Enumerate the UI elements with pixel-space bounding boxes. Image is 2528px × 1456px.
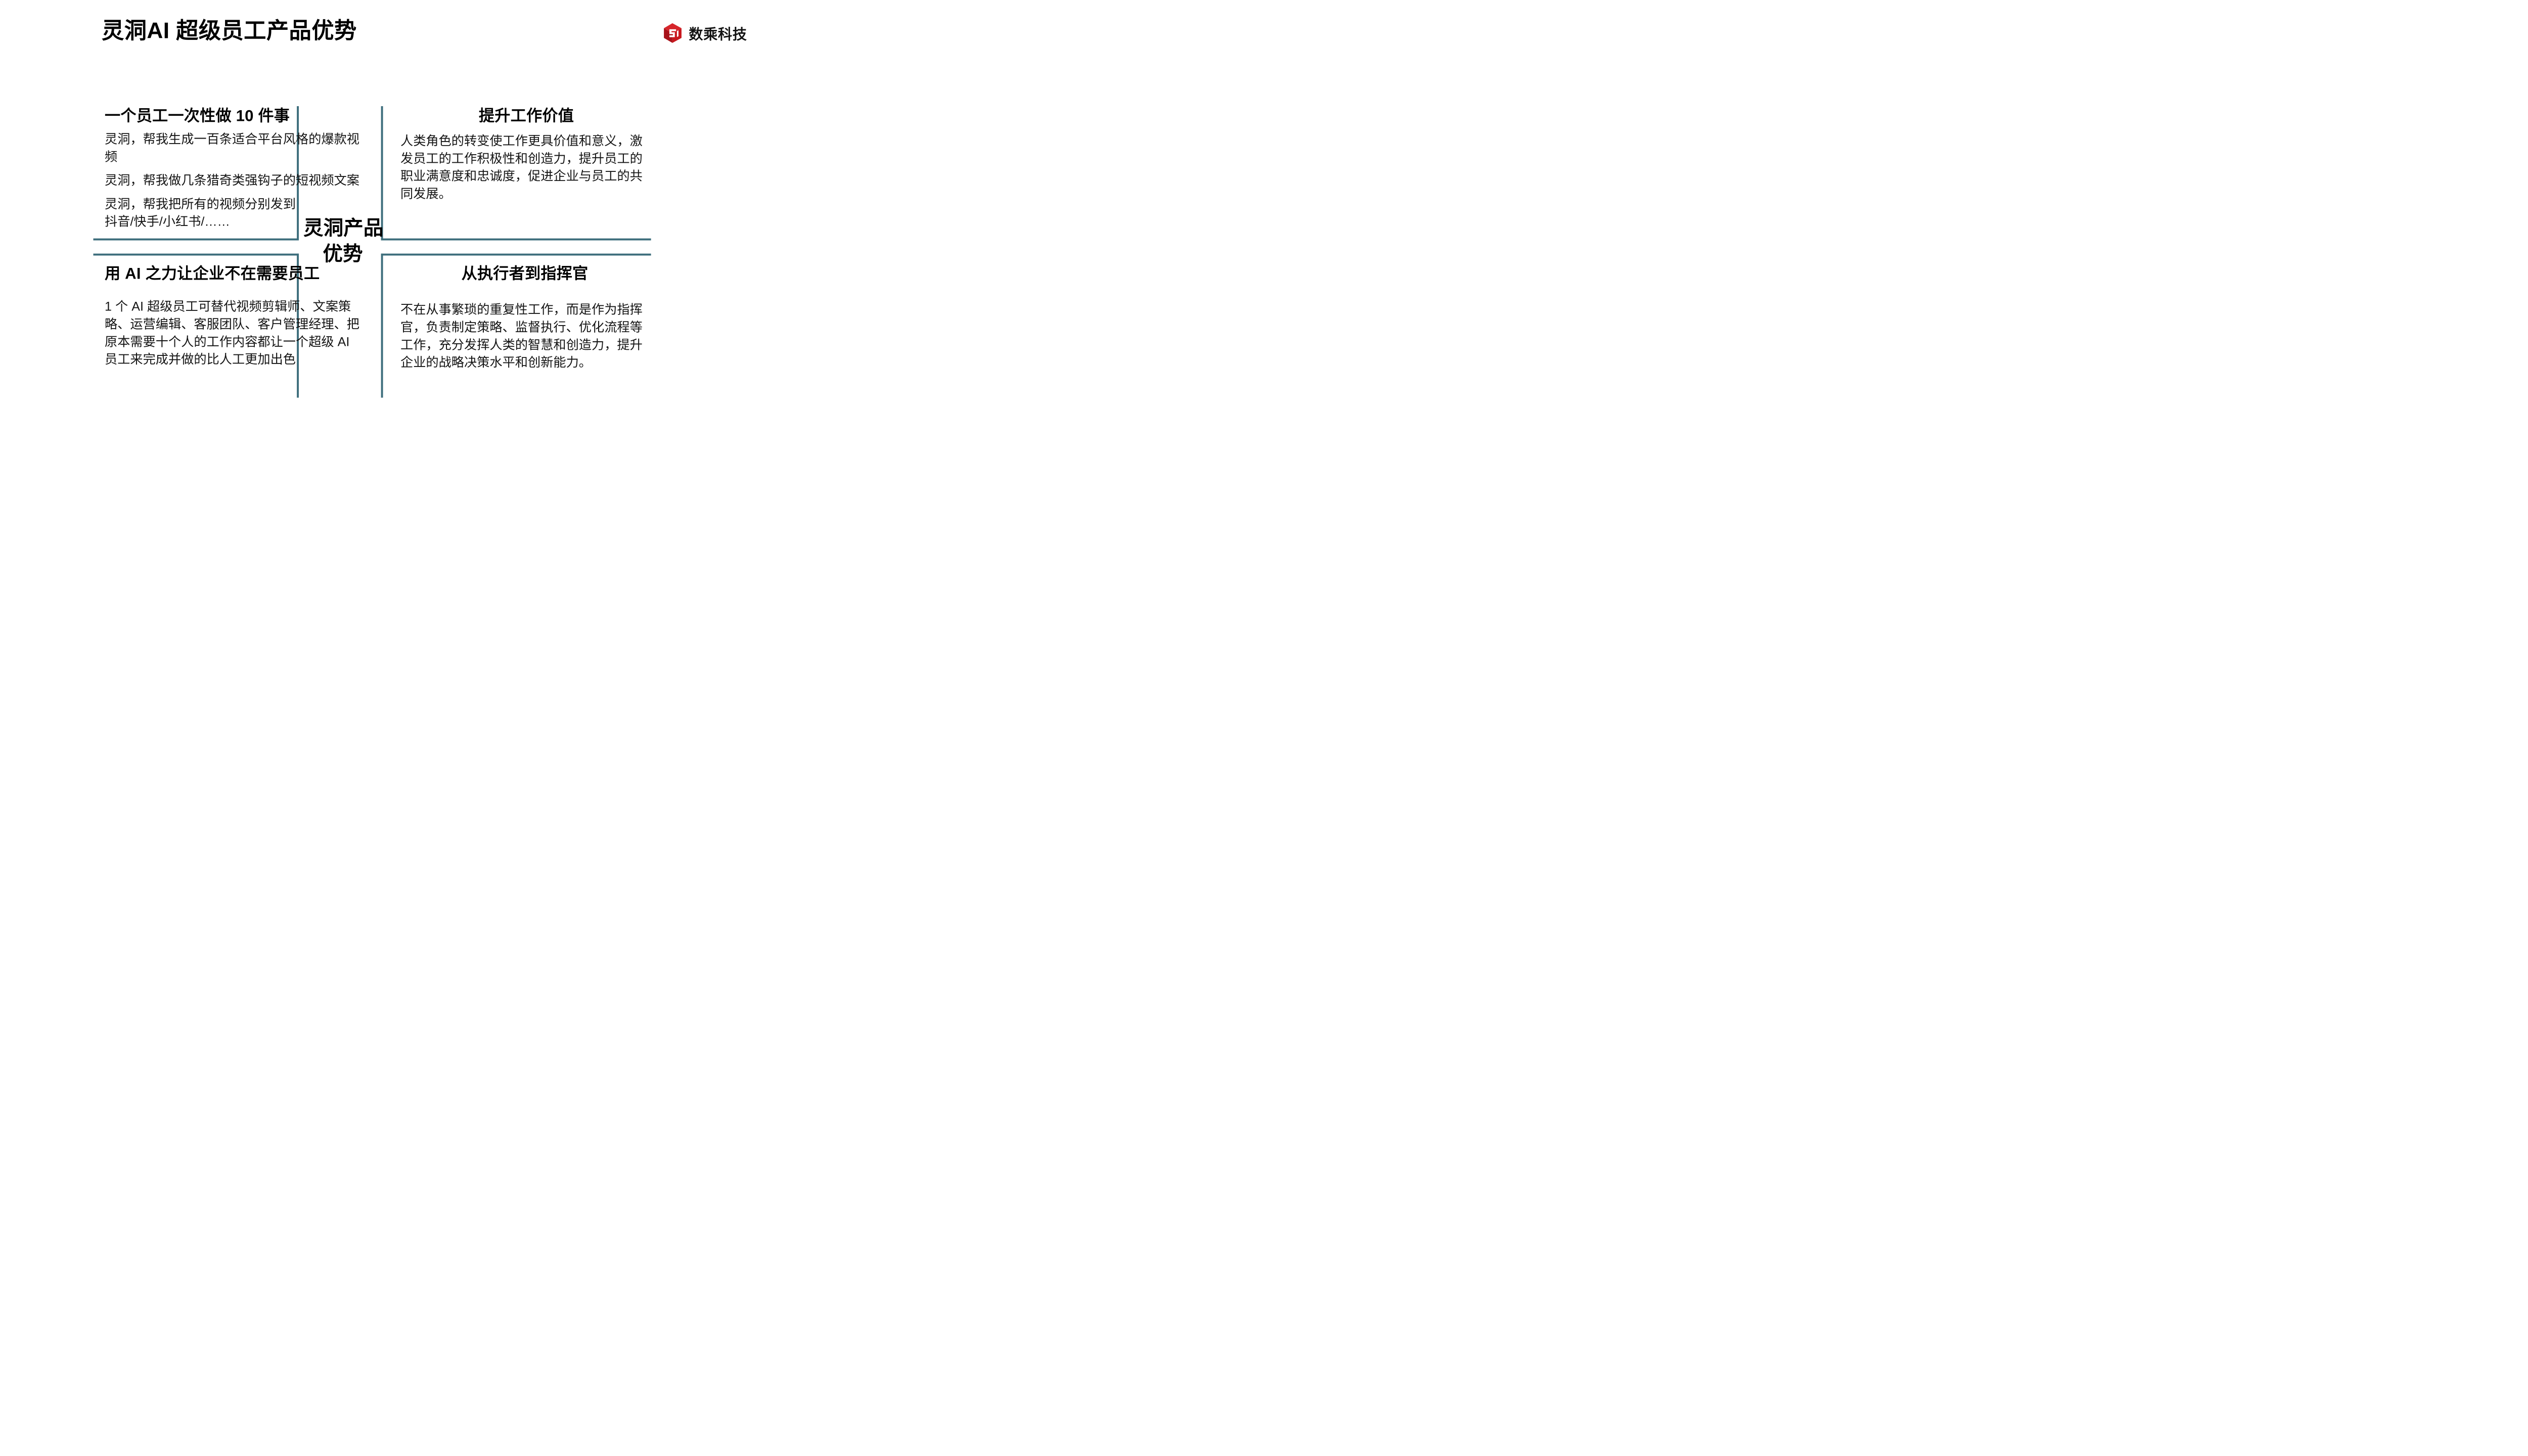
quadrant-top-left-heading: 一个员工一次性做 10 件事 [105,107,290,125]
quadrant-top-left: 一个员工一次性做 10 件事 灵洞，帮我生成一百条适合平台风格的爆款视频 灵洞，… [105,106,363,231]
brand-lockup: 数乘科技 [663,23,747,43]
slide-viewport: 灵洞AI 超级员工产品优势 数乘科技 灵洞产品 优势 一个员工一次性做 10 件… [0,0,777,437]
connector-bracket-top-right [381,106,651,241]
quadrant-top-right-paragraph-1: 人类角色的转变使工作更具价值和意义，激发员工的工作积极性和创造力，提升员工的职业… [400,133,643,201]
center-label-line-1: 灵洞产品 [303,217,384,240]
brand-name: 数乘科技 [689,26,747,42]
page-title: 灵洞AI 超级员工产品优势 [102,18,357,43]
cube-logo-icon [664,23,682,43]
center-hub-label: 灵洞产品 优势 [303,215,384,266]
slide-canvas: 灵洞AI 超级员工产品优势 数乘科技 灵洞产品 优势 一个员工一次性做 10 件… [0,0,777,437]
connector-bracket-bottom-right [381,253,651,398]
quadrant-top-left-paragraph-3: 灵洞，帮我把所有的视频分别发到抖音/快手/小红书/…… [105,196,296,229]
quadrant-bottom-left: 用 AI 之力让企业不在需要员工 1 个 AI 超级员工可替代视频剪辑师、文案策… [105,264,359,368]
quadrant-bottom-right: 从执行者到指挥官 不在从事繁琐的重复性工作，而是作为指挥官，负责制定策略、监督执… [400,264,649,371]
center-label-line-2: 优势 [323,242,363,265]
quadrant-top-left-paragraph-1: 灵洞，帮我生成一百条适合平台风格的爆款视频 [105,131,360,164]
quadrant-bottom-right-heading: 从执行者到指挥官 [461,264,589,283]
connector-bracket-bottom-left [93,253,299,398]
quadrant-bottom-left-paragraph-1: 1 个 AI 超级员工可替代视频剪辑师、文案策略、运营编辑、客服团队、客户管理经… [105,299,360,367]
quadrant-bottom-left-heading: 用 AI 之力让企业不在需要员工 [105,264,320,283]
quadrant-top-right-heading: 提升工作价值 [478,107,574,125]
quadrant-top-left-paragraph-2: 灵洞，帮我做几条猎奇类强钩子的短视频文案 [105,173,360,188]
quadrant-top-right: 提升工作价值 人类角色的转变使工作更具价值和意义，激发员工的工作积极性和创造力，… [400,106,652,202]
connector-bracket-top-left [93,106,299,241]
quadrant-bottom-right-paragraph-1: 不在从事繁琐的重复性工作，而是作为指挥官，负责制定策略、监督执行、优化流程等工作… [400,302,643,370]
